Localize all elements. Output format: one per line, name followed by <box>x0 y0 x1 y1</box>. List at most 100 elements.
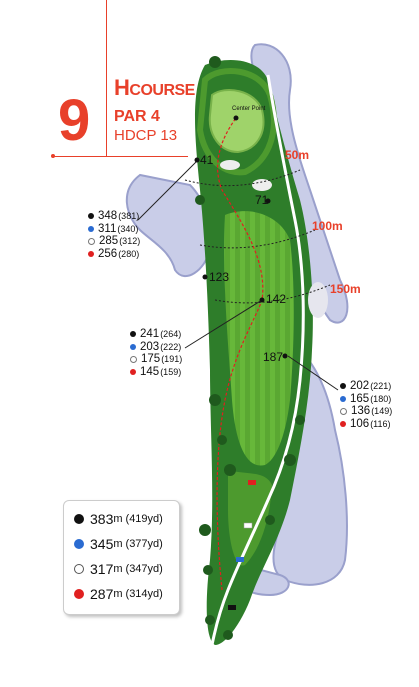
tee-red-dot <box>130 368 136 375</box>
hdcp-label: HDCP 13 <box>114 127 178 144</box>
cart-path <box>210 74 305 646</box>
bunker-2 <box>220 160 240 170</box>
putting-green <box>208 89 265 154</box>
distance-row: 175(191) <box>130 353 182 366</box>
bunker-3 <box>308 282 328 318</box>
tee-black-icon <box>74 514 84 524</box>
tee-white-dot <box>340 407 347 415</box>
legend-meters: 317 <box>90 561 114 577</box>
distance-yd: (149) <box>371 406 393 416</box>
distance-yd: (221) <box>370 381 392 391</box>
arc-50 <box>184 169 301 187</box>
distance-m: 348 <box>98 210 118 222</box>
arc-100 <box>199 229 316 249</box>
leader-box2 <box>184 299 263 349</box>
play-line <box>216 117 264 591</box>
course-rest: COURSE <box>129 82 195 99</box>
hole-header: 9 HCOURSE PAR 4 HDCP 13 <box>0 0 250 170</box>
legend-yards: (377yd) <box>125 538 163 550</box>
leader-box1 <box>137 159 199 221</box>
distance-yd: (280) <box>118 248 140 259</box>
legend-unit: m <box>113 588 123 600</box>
header-line-dot <box>51 154 55 158</box>
distance-yd: (116) <box>370 418 391 429</box>
distance-m: 145 <box>140 365 160 378</box>
tee-red-dot <box>88 250 94 257</box>
dot-71 <box>265 198 271 204</box>
leader-box3 <box>287 355 339 391</box>
legend-meters: 287 <box>90 586 114 602</box>
center-point-label: Center Point <box>232 106 266 112</box>
dot-center-point <box>233 115 239 121</box>
arc-150 <box>214 284 331 304</box>
legend-yards: (419yd) <box>125 513 163 525</box>
distance-row: 145(159) <box>130 366 182 379</box>
distance-yd: (222) <box>160 341 182 352</box>
tee-black-dot <box>340 383 346 390</box>
dot-142 <box>259 297 265 303</box>
tee-blue-dot <box>88 225 94 232</box>
marker-71: 71 <box>255 193 269 207</box>
distance-yd: (312) <box>119 236 141 246</box>
green-surround <box>196 68 277 176</box>
header-vertical-line <box>106 0 107 157</box>
legend-unit: m <box>113 513 123 525</box>
distance-row: 202(221) <box>340 380 392 393</box>
legend-unit: m <box>113 563 123 575</box>
distance-box-41: 348(381) 311(340) 285(312) 256(280) <box>88 210 140 260</box>
distance-yd: (159) <box>160 366 182 377</box>
marker-41: 41 <box>200 153 214 167</box>
distance-m: 136 <box>351 405 371 417</box>
header-horizontal-line <box>52 156 188 157</box>
marker-142: 142 <box>266 292 287 306</box>
fairway <box>224 211 294 466</box>
range-50: 50m <box>285 148 310 162</box>
tee-white-dot <box>88 237 95 245</box>
par-label: PAR 4 <box>114 108 160 125</box>
range-150: 150m <box>330 282 361 296</box>
distance-row: 311(340) <box>88 223 140 236</box>
distance-m: 285 <box>99 235 119 247</box>
legend-unit: m <box>113 538 123 550</box>
distance-row: 136(149) <box>340 405 392 418</box>
tee-black-dot <box>88 213 94 220</box>
legend-meters: 345 <box>90 536 114 552</box>
distance-yd: (340) <box>117 223 139 234</box>
distance-m: 241 <box>140 328 160 340</box>
tee-white-dot <box>130 355 137 363</box>
distance-m: 202 <box>350 380 370 392</box>
distance-m: 165 <box>350 392 370 405</box>
marker-123: 123 <box>209 270 230 284</box>
distance-m: 311 <box>98 222 117 235</box>
distance-m: 175 <box>141 353 161 365</box>
tee-blue <box>236 557 244 562</box>
tee-black <box>228 605 236 610</box>
distance-m: 106 <box>350 417 370 430</box>
distance-yd: (381) <box>118 211 140 221</box>
range-100: 100m <box>312 219 343 233</box>
legend-yards: (347yd) <box>125 563 163 575</box>
tee-blue-dot <box>130 343 136 350</box>
distance-row: 285(312) <box>88 235 140 248</box>
fairway-lower <box>228 470 272 566</box>
tee-red <box>248 480 256 485</box>
distance-box-142: 241(264) 203(222) 175(191) 145(159) <box>130 328 182 378</box>
distance-yd: (264) <box>160 329 182 339</box>
tee-white-icon <box>74 564 84 574</box>
distance-row: 256(280) <box>88 248 140 261</box>
tee-red-dot <box>340 420 346 427</box>
distance-row: 165(180) <box>340 393 392 406</box>
course-name: HCOURSE <box>114 75 195 101</box>
dot-123 <box>202 274 208 280</box>
dot-187 <box>282 353 288 359</box>
legend-meters: 383 <box>90 511 114 527</box>
distance-row: 241(264) <box>130 328 182 341</box>
bunker-1 <box>252 179 272 191</box>
hole-number: 9 <box>58 88 91 153</box>
legend-yards: (314yd) <box>125 588 163 600</box>
